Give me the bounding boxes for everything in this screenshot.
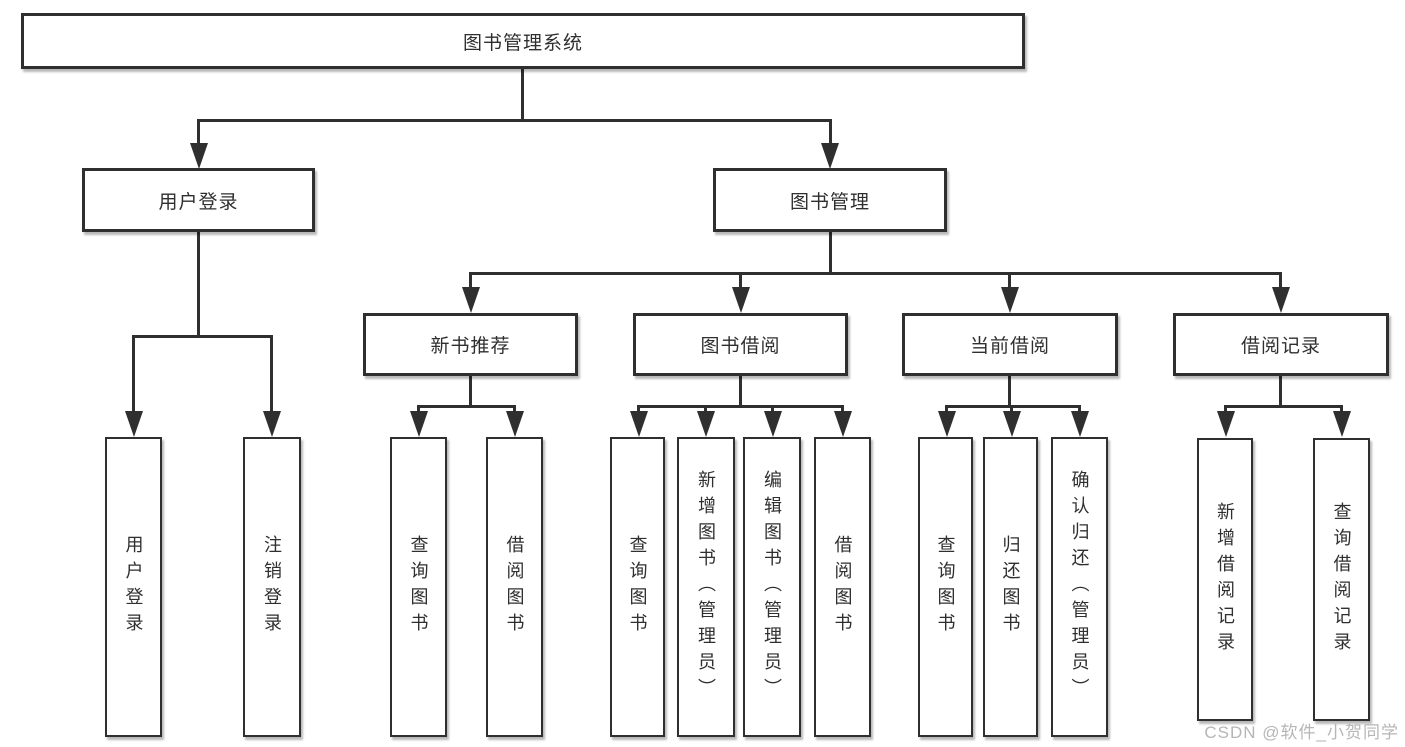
node-label: 新增图书（管理员） — [696, 470, 716, 704]
node-label: 新书推荐 — [430, 336, 511, 357]
node-label: 注销登录 — [262, 535, 282, 639]
connector-level1-bar — [197, 119, 832, 122]
node-label: 图书借阅 — [700, 336, 781, 357]
arrowhead-down — [1001, 287, 1019, 313]
node-label: 新增借阅记录 — [1215, 501, 1235, 658]
connector-leaf-stem — [1010, 405, 1013, 415]
connector-current-borrow-stem — [1008, 376, 1011, 407]
node-book-management: 图书管理 — [713, 168, 947, 232]
connector-borrow-records-stem — [1279, 376, 1282, 407]
node-label: 当前借阅 — [969, 336, 1050, 357]
node-leaf-borrow-book-borrowing: 借阅图书 — [814, 437, 871, 737]
node-label: 借阅记录 — [1240, 336, 1321, 357]
arrowhead-down — [462, 287, 480, 313]
csdn-watermark: CSDN @软件_小贺同学 — [1204, 723, 1399, 742]
node-label: 查询借阅记录 — [1331, 501, 1352, 658]
node-leaf-query-borrow-record: 查询借阅记录 — [1313, 438, 1370, 721]
connector-stem-current-borrow — [1008, 272, 1011, 289]
connector-leaf-stem — [771, 405, 774, 415]
node-label: 图书管理系统 — [462, 32, 583, 54]
node-leaf-query-book-recommend: 查询图书 — [390, 437, 447, 737]
node-label: 归还图书 — [1000, 535, 1021, 639]
node-label: 图书管理 — [789, 191, 870, 213]
node-label: 用户登录 — [123, 535, 144, 639]
connector-book-borrow-stem — [739, 376, 742, 407]
connector-stem-book-management — [829, 119, 832, 145]
connector-stem-book-borrow — [739, 272, 742, 289]
arrowhead-down — [697, 411, 715, 437]
node-label: 确认归还（管理员） — [1069, 470, 1090, 704]
arrowhead-down — [1272, 287, 1290, 313]
arrowhead-down — [834, 411, 852, 437]
node-borrowing-records: 借阅记录 — [1173, 313, 1389, 376]
connector-leaf-stem — [945, 405, 948, 415]
connector-stem-leaf-logout — [270, 335, 273, 413]
connector-leaf-stem — [1224, 405, 1227, 415]
arrowhead-down — [410, 411, 428, 437]
arrowhead-down — [1217, 411, 1235, 437]
connector-book-borrow-bar — [637, 405, 844, 408]
node-leaf-return-book: 归还图书 — [983, 437, 1038, 737]
connector-leaf-stem — [1078, 405, 1081, 415]
arrowhead-down — [506, 411, 524, 437]
arrowhead-down — [263, 411, 281, 437]
node-book-borrowing: 图书借阅 — [633, 313, 848, 376]
arrowhead-down — [125, 411, 143, 437]
connector-level2-bar — [469, 272, 1282, 275]
node-user-login: 用户登录 — [82, 168, 315, 232]
node-label: 查询图书 — [627, 535, 648, 639]
connector-leaf-stem — [637, 405, 640, 415]
node-label: 查询图书 — [935, 535, 956, 639]
node-leaf-edit-book-admin: 编辑图书（管理员） — [743, 437, 801, 737]
connector-new-book-bar — [417, 405, 516, 408]
arrowhead-down — [821, 143, 839, 169]
connector-leaf-stem — [1340, 405, 1343, 415]
connector-current-borrow-bar — [945, 405, 1081, 408]
node-leaf-confirm-return-admin: 确认归还（管理员） — [1051, 437, 1108, 737]
node-label: 查询图书 — [408, 535, 429, 639]
node-new-book-recommendation: 新书推荐 — [363, 313, 578, 376]
arrowhead-down — [1333, 411, 1351, 437]
arrowhead-down — [732, 287, 750, 313]
connector-leaf-stem — [704, 405, 707, 415]
node-leaf-query-book-borrowing: 查询图书 — [610, 437, 665, 737]
node-current-borrowing: 当前借阅 — [902, 313, 1118, 376]
node-leaf-query-book-current: 查询图书 — [918, 437, 973, 737]
node-leaf-add-borrow-record: 新增借阅记录 — [1197, 438, 1253, 721]
arrowhead-down — [764, 411, 782, 437]
connector-new-book-stem — [469, 376, 472, 407]
node-label: 编辑图书（管理员） — [762, 470, 782, 704]
connector-borrow-records-bar — [1224, 405, 1343, 408]
node-library-management-system: 图书管理系统 — [21, 13, 1025, 69]
arrowhead-down — [190, 143, 208, 169]
arrowhead-down — [1071, 411, 1089, 437]
connector-leaf-stem — [417, 405, 420, 415]
node-leaf-borrow-book-recommend: 借阅图书 — [486, 437, 543, 737]
connector-stem-borrow-records — [1279, 272, 1282, 289]
connector-book-management-stem — [829, 232, 832, 274]
connector-stem-new-book — [469, 272, 472, 289]
connector-stem-leaf-user-login — [132, 335, 135, 413]
arrowhead-down — [630, 411, 648, 437]
connector-leaf-stem — [513, 405, 516, 415]
arrowhead-down — [938, 411, 956, 437]
node-label: 用户登录 — [158, 191, 239, 213]
connector-leaf-stem — [841, 405, 844, 415]
node-label: 借阅图书 — [504, 535, 525, 639]
node-leaf-add-book-admin: 新增图书（管理员） — [677, 437, 735, 737]
node-leaf-logout-login: 注销登录 — [243, 437, 301, 737]
connector-user-login-bar — [132, 335, 273, 338]
connector-root-stem — [521, 69, 524, 121]
node-label: 借阅图书 — [832, 535, 853, 639]
node-leaf-user-login: 用户登录 — [105, 437, 162, 737]
arrowhead-down — [1003, 411, 1021, 437]
connector-user-login-stem — [197, 232, 200, 337]
connector-stem-user-login — [197, 119, 200, 145]
